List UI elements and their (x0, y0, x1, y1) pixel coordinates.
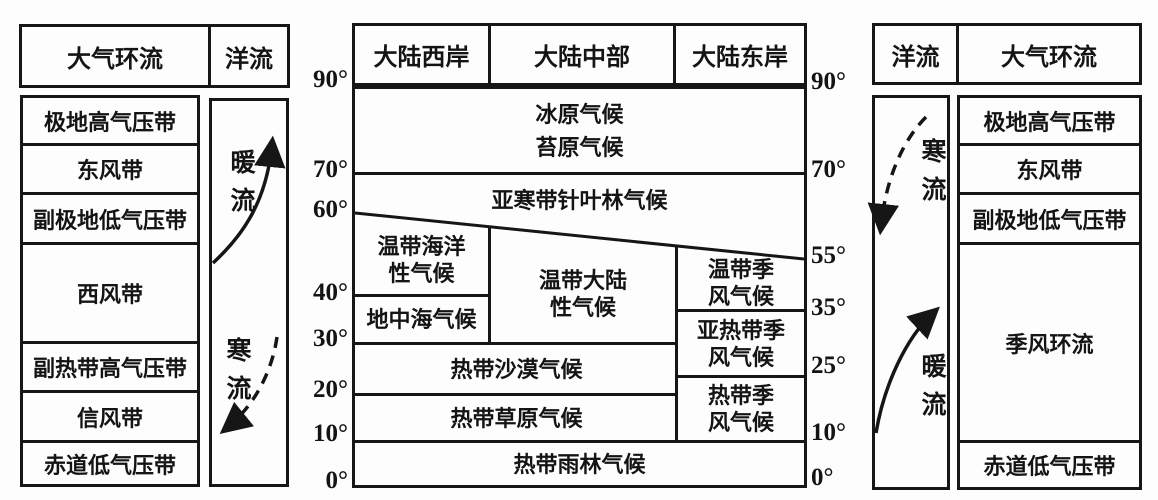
zone-label: 热带草原气候 (450, 405, 583, 431)
lat-label-left-40: 40° (313, 279, 348, 306)
zone-temperate-oceanic: 温带海洋 性气候 (355, 226, 488, 294)
left-header-atmospheric: 大气环流 (67, 46, 163, 73)
band-label: 东风带 (76, 158, 143, 183)
band-row-westerlies: 西风带 (23, 242, 197, 341)
band-row-monsoon-circulation: 季风环流 (960, 242, 1139, 440)
lat-label-left-30: 30° (313, 325, 348, 352)
warm-current-label: 暖流 (227, 149, 254, 225)
band-label: 副热带高气压带 (32, 356, 187, 381)
band-label: 赤道低气压带 (983, 454, 1116, 479)
band-row-polar-high: 极地高气压带 (960, 98, 1139, 143)
lat-line-25-east (675, 375, 804, 378)
band-label: 副极地低气压带 (32, 207, 187, 233)
right-header-ocean: 洋流 (891, 44, 940, 71)
zone-label: 热带雨林气候 (513, 451, 646, 477)
lat-label-left-90: 90° (313, 66, 348, 93)
band-label: 西风带 (76, 282, 143, 307)
zone-label: 冰原气候 (535, 101, 624, 127)
band-row-easterlies: 东风带 (960, 143, 1139, 192)
lat-line-20 (355, 393, 678, 396)
zone-label: 温带季 (707, 257, 774, 282)
band-row-equatorial-low: 赤道低气压带 (23, 440, 197, 484)
zone-temperate-continental: 温带大陆 性气候 (491, 245, 675, 342)
right-header-atmospheric: 大气环流 (956, 26, 1139, 82)
zone-tropical-monsoon: 热带季 风气候 (678, 378, 804, 440)
zone-subtropical-monsoon: 亚热带季 风气候 (678, 312, 804, 375)
zone-label: 温带大陆 (538, 267, 627, 293)
zone-label: 性气候 (388, 261, 455, 286)
middle-climate-box: 冰原气候 苔原气候 亚寒带针叶林气候 温带海洋 性气候 地中海气候 温带大陆 性… (352, 86, 807, 488)
lat-label-right-90: 90° (811, 68, 846, 95)
zone-label: 风气候 (707, 284, 774, 309)
divider-middle-east (675, 245, 678, 443)
band-label: 赤道低气压带 (43, 452, 176, 478)
band-label: 东风带 (1016, 158, 1083, 183)
lat-label-right-70: 70° (811, 156, 846, 183)
zone-tropical-rainforest: 热带雨林气候 (355, 443, 804, 485)
band-row-subpolar-low: 副极地低气压带 (23, 192, 197, 242)
band-label: 极地高气压带 (983, 109, 1116, 135)
lat-label-left-20: 20° (313, 376, 348, 403)
band-row-trade-winds: 信风带 (23, 390, 197, 440)
zone-label: 地中海气候 (366, 307, 477, 332)
lat-label-right-0: 0° (811, 464, 834, 491)
divider-west-middle (488, 226, 491, 345)
lat-line-70 (355, 172, 804, 175)
left-bands-box: 极地高气压带 东风带 副极地低气压带 西风带 副热带高气压带 信风带 赤道低气压… (20, 95, 200, 487)
lat-label-left-0: 0° (325, 467, 349, 494)
band-label: 副极地低气压带 (972, 207, 1127, 233)
zone-label: 温带海洋 (377, 234, 466, 259)
cold-current-label: 寒流 (918, 138, 945, 214)
lat-label-left-10: 10° (313, 420, 348, 447)
zone-ice-tundra: 冰原气候 苔原气候 (355, 89, 804, 172)
lat-line-10 (355, 440, 804, 443)
band-row-subpolar-low: 副极地低气压带 (960, 192, 1139, 242)
lat-line-40-west (355, 294, 491, 297)
header-west-coast: 大陆西岸 (373, 45, 470, 71)
zone-label: 热带沙漠气候 (450, 356, 583, 382)
zone-tropical-desert: 热带沙漠气候 (355, 345, 678, 393)
left-header-box: 大气环流 洋流 (19, 24, 290, 88)
band-label: 极地高气压带 (43, 109, 176, 135)
header-continent-middle: 大陆中部 (488, 26, 673, 83)
band-row-equatorial-low: 赤道低气压带 (960, 440, 1139, 487)
zone-label: 亚寒带针叶林气候 (491, 187, 668, 213)
lat-label-right-25: 25° (811, 352, 846, 379)
lat-line-30 (355, 342, 678, 345)
middle-header-box: 大陆西岸 大陆中部 大陆东岸 (352, 23, 807, 86)
band-row-subtropical-high: 副热带高气压带 (23, 341, 197, 390)
zone-label: 风气候 (707, 344, 774, 370)
lat-label-right-10: 10° (811, 419, 846, 446)
band-row-easterlies: 东风带 (23, 143, 197, 192)
left-header-ocean: 洋流 (208, 27, 287, 85)
lat-label-left-60: 60° (313, 196, 348, 223)
zone-subarctic: 亚寒带针叶林气候 (355, 172, 804, 228)
zone-mediterranean: 地中海气候 (355, 297, 488, 342)
lat-label-left-70: 70° (313, 156, 348, 183)
zone-label: 性气候 (549, 294, 616, 320)
zone-tropical-savanna: 热带草原气候 (355, 396, 678, 440)
lat-label-right-55: 55° (811, 242, 846, 269)
zone-label: 亚热带季 (696, 317, 785, 343)
warm-current-label: 暖流 (918, 353, 945, 429)
zone-label: 风气候 (707, 410, 774, 435)
zone-label: 苔原气候 (535, 134, 624, 160)
right-header-box: 洋流 大气环流 (872, 23, 1142, 85)
lat-label-right-35: 35° (811, 294, 846, 321)
zone-temperate-monsoon: 温带季 风气候 (678, 257, 804, 309)
zone-label: 热带季 (707, 383, 774, 408)
band-label: 信风带 (76, 405, 143, 431)
band-label: 季风环流 (1005, 331, 1094, 357)
left-currents-box: 暖流 寒流 (209, 98, 289, 487)
lat-line-35-east (675, 309, 804, 312)
band-row-polar-high: 极地高气压带 (23, 98, 197, 143)
right-bands-box: 极地高气压带 东风带 副极地低气压带 季风环流 赤道低气压带 (957, 95, 1142, 490)
cold-current-label: 寒流 (223, 337, 250, 413)
header-east-coast: 大陆东岸 (673, 26, 804, 83)
right-currents-box: 寒流 暖流 (872, 95, 950, 490)
